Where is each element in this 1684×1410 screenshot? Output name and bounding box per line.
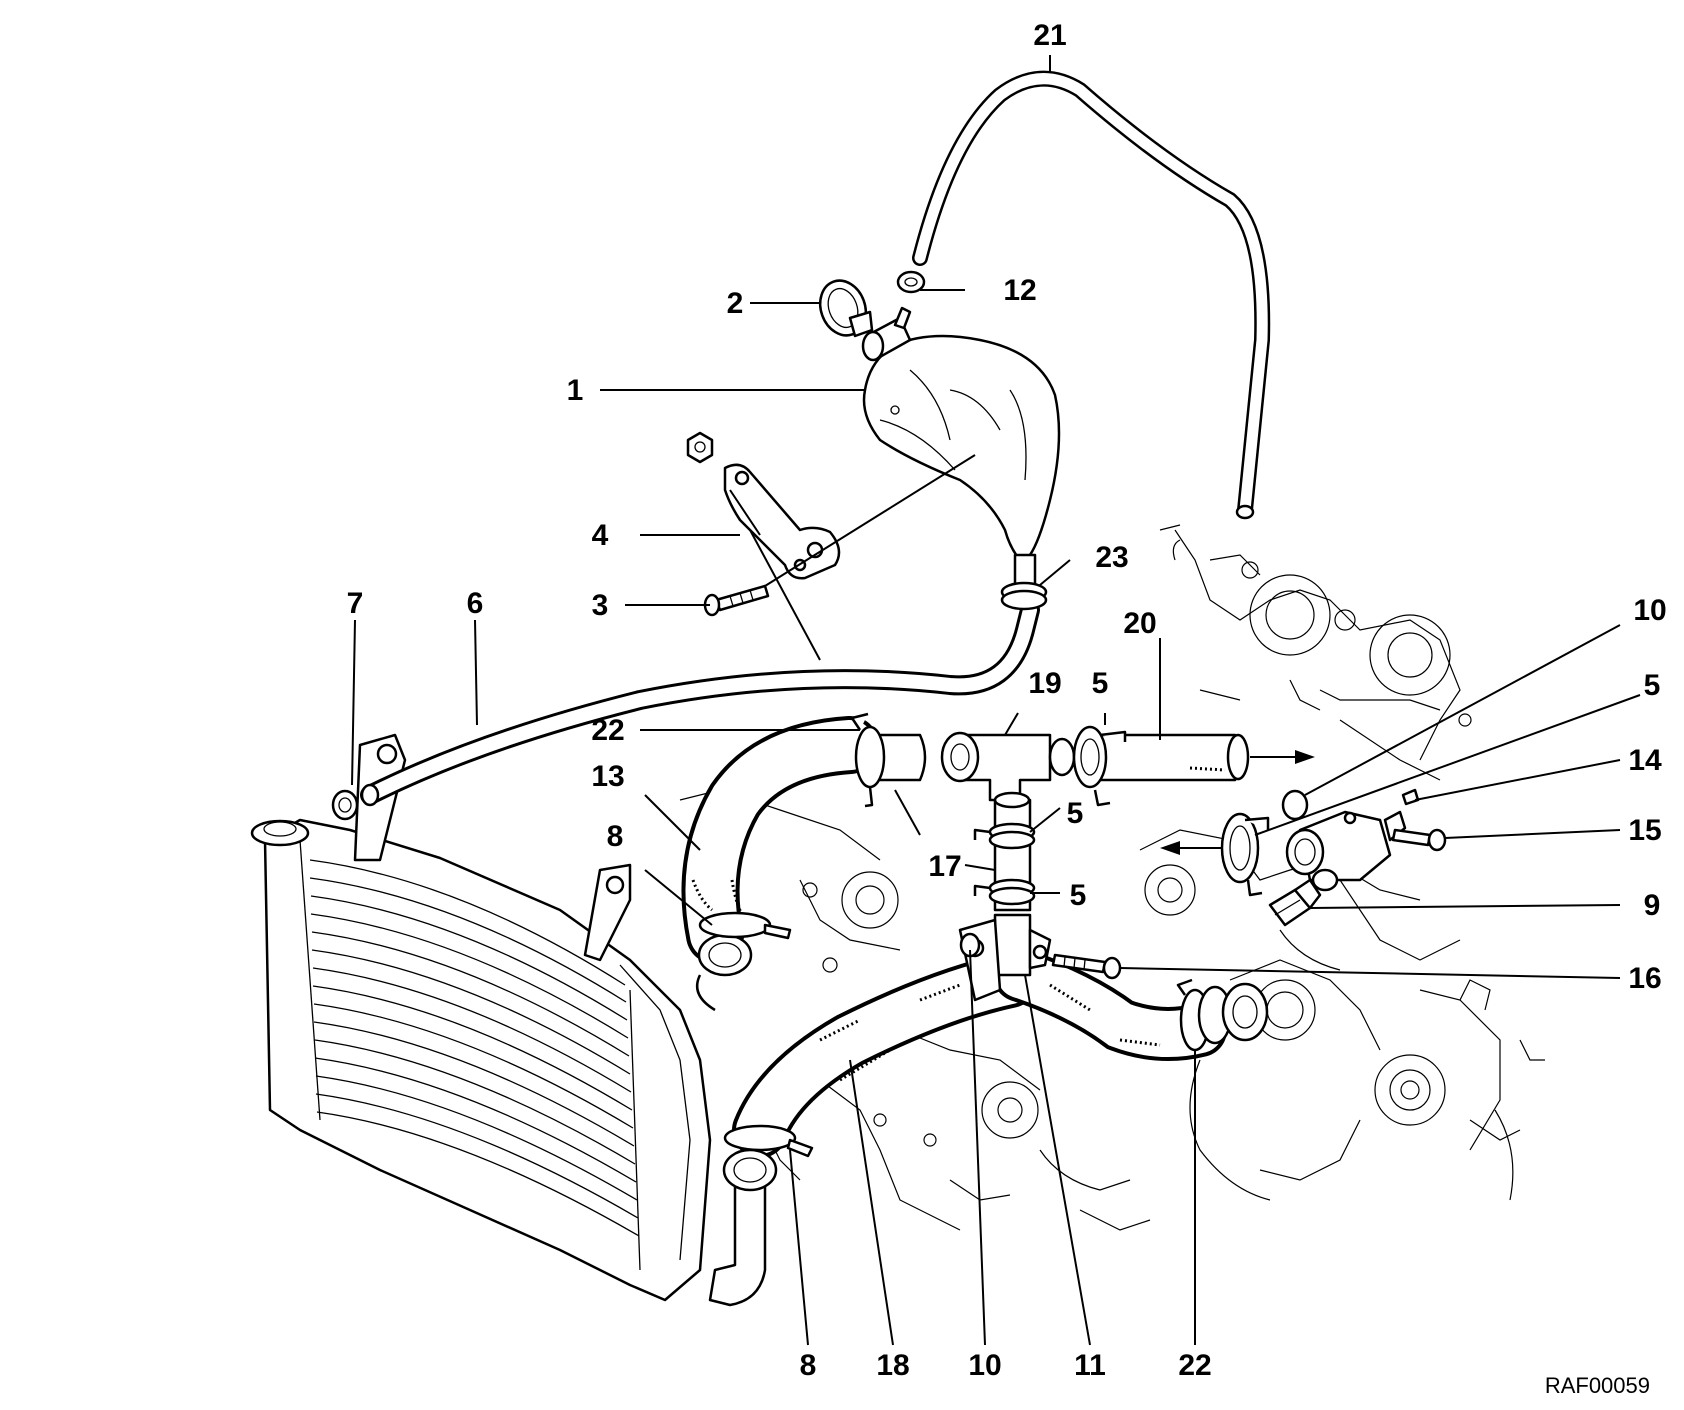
radiator-fins [309, 859, 640, 1237]
callout-7: 7 [347, 587, 364, 620]
expansion-tank [861, 306, 1061, 587]
temperature-sensor-9 [1268, 878, 1322, 927]
callout-labels: 21 2 12 1 4 3 23 7 6 20 10 19 5 5 22 14 … [347, 19, 1667, 1382]
callout-23: 23 [1095, 541, 1128, 574]
hose-clamp-5-lower [973, 878, 1036, 906]
callout-8-lower: 8 [800, 1349, 817, 1382]
hose-clamp-5-far-right [1220, 812, 1270, 897]
engine-block-drawing [679, 524, 1545, 1231]
callout-17: 17 [928, 850, 961, 883]
hose-20 [1088, 733, 1250, 782]
nut [686, 431, 714, 464]
callout-5-lower-clamp: 5 [1070, 879, 1087, 912]
overflow-hose-21 [912, 70, 1271, 520]
hose-clamp-8-upper [698, 911, 792, 940]
callout-4: 4 [592, 519, 609, 552]
callout-5-tee-right: 5 [1092, 667, 1109, 700]
hose-clamp-23 [1000, 581, 1048, 611]
callout-14: 14 [1628, 744, 1662, 777]
callout-22-top: 22 [591, 714, 624, 747]
pump-outlet [1221, 982, 1269, 1042]
hose-clamp-8-lower [723, 1124, 814, 1158]
callout-6: 6 [467, 587, 484, 620]
bolt-16 [1051, 953, 1122, 980]
filler-cap [818, 279, 874, 338]
hose-clamp-5-upper [973, 822, 1036, 850]
figure-reference-code: RAF00059 [1545, 1373, 1650, 1398]
callout-10-bottom: 10 [968, 1349, 1001, 1382]
hose-clamp-22-upper [850, 712, 886, 808]
callout-2: 2 [727, 287, 744, 320]
callout-22-bottom: 22 [1178, 1349, 1211, 1382]
bleed-screw [1401, 788, 1420, 806]
callout-5-upper-clamp: 5 [1067, 797, 1084, 830]
o-ring-10-upper [1281, 789, 1309, 821]
thermostat-housing-14 [1285, 810, 1407, 892]
callout-13: 13 [591, 760, 624, 793]
hose-18 [732, 952, 1038, 1158]
flow-arrow-right [1250, 750, 1315, 764]
callout-19: 19 [1028, 667, 1061, 700]
hose-13 [681, 716, 879, 964]
callout-3: 3 [592, 589, 609, 622]
callout-10-top: 10 [1633, 594, 1666, 627]
callout-5-far-right: 5 [1644, 669, 1661, 702]
callout-8-upper: 8 [607, 820, 624, 853]
radiator-outlet [722, 1148, 778, 1192]
hose-11 [993, 948, 1227, 1061]
bolt-3 [703, 584, 770, 617]
callout-20: 20 [1123, 607, 1156, 640]
hose-clamp-12 [896, 270, 926, 294]
radiator-inlet [695, 933, 753, 1012]
hose-clamp-5-right [1072, 725, 1127, 807]
flow-arrow-left [1160, 841, 1230, 855]
hose-clamp-7 [331, 789, 359, 821]
callout-18: 18 [876, 1349, 909, 1382]
callout-21: 21 [1033, 19, 1066, 52]
tee-fitting-19 [940, 731, 1076, 802]
bolt-15 [1391, 828, 1447, 852]
leader-lines [351, 55, 1641, 1346]
hose-6 [360, 600, 1040, 807]
callout-15: 15 [1628, 814, 1661, 847]
callout-11: 11 [1074, 1349, 1106, 1382]
callout-16: 16 [1628, 962, 1661, 995]
radiator [250, 733, 767, 1307]
callout-12: 12 [1003, 274, 1036, 307]
callout-9: 9 [1644, 889, 1661, 922]
callout-1: 1 [567, 374, 584, 407]
tank-bracket [723, 463, 841, 580]
hose-clamp-22-lower [1176, 978, 1233, 1052]
